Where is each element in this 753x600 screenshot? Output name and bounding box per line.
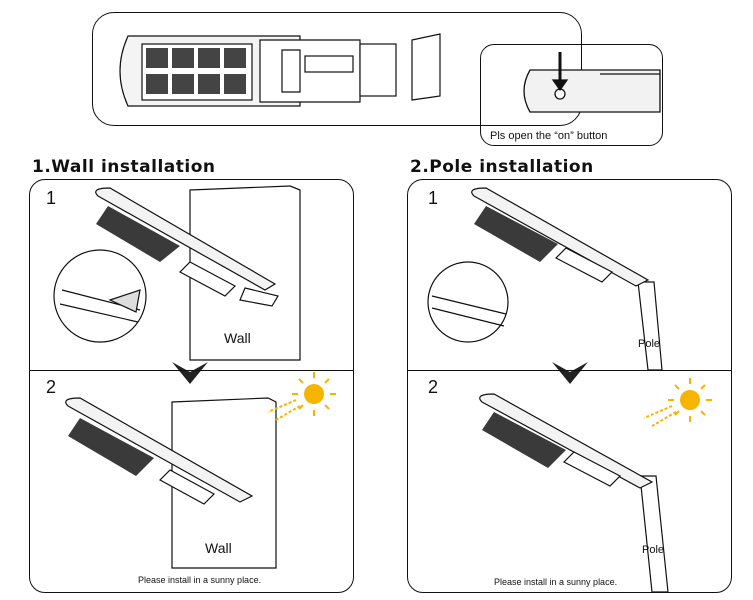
pole-step1-number: 1 [428,188,439,208]
on-button-caption: Pls open the “on” button [490,130,608,142]
wall-installation-heading: 1.Wall installation [32,157,216,177]
wall-step2-number: 2 [46,377,57,397]
wall-step1-number: 1 [46,188,57,208]
wall-installation-panel [29,179,354,593]
pole-sunny-note: Please install in a sunny place. [494,577,618,587]
wall-divider [30,370,353,371]
down-chevron-icon [172,362,208,384]
wall-step1-illustration [53,185,301,361]
pole-step1-illustration [427,187,663,371]
wall-sunny-note: Please install in a sunny place. [138,575,262,585]
wall-step2-illustration [65,397,277,569]
pole-step2-number: 2 [428,377,439,397]
pole-installation-heading: 2.Pole installation [410,157,594,177]
pole-label: Pole [642,544,665,556]
pole-step2-illustration [479,393,669,593]
pole-label: Pole [638,338,661,350]
on-button-detail [523,52,661,113]
pole-divider [408,370,731,371]
wall-label: Wall [205,540,232,556]
down-chevron-icon [552,362,588,384]
sun-icon [643,378,712,427]
top-lamp-illustration [119,33,441,107]
sun-icon [267,372,336,421]
wall-label: Wall [224,330,251,346]
pole-installation-panel [407,179,732,593]
on-button-box [480,44,663,146]
